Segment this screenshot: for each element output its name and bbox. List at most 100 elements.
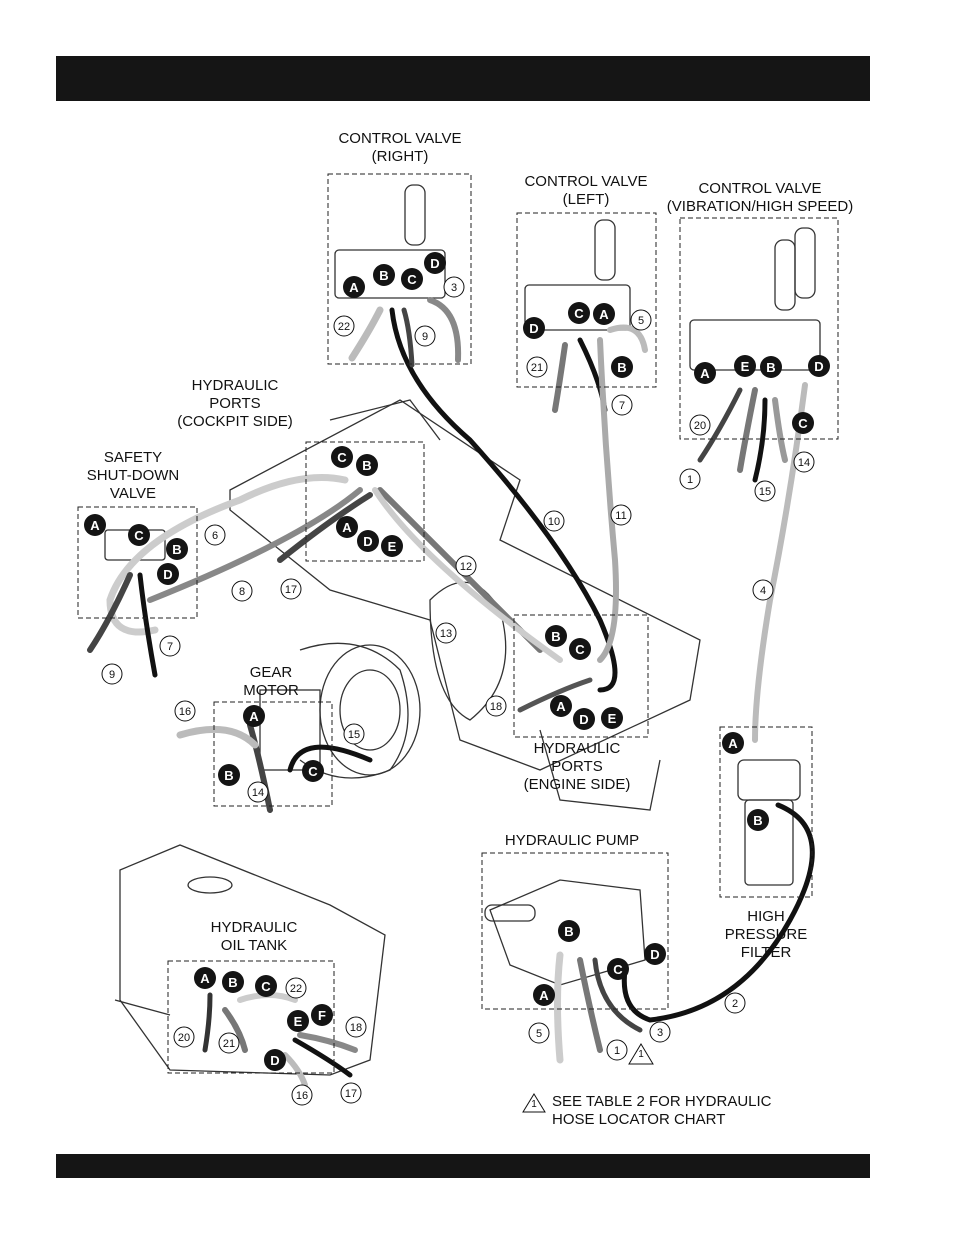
port-marker-pump-d: D: [644, 943, 666, 965]
port-marker-safety-valve-b: B: [166, 538, 188, 560]
port-marker-tank-a: A: [194, 967, 216, 989]
port-marker-cockpit-ports-e: E: [381, 535, 403, 557]
hose-callout-12: 12: [455, 555, 477, 577]
svg-text:22: 22: [338, 321, 350, 333]
svg-text:A: A: [200, 971, 210, 986]
svg-text:4: 4: [760, 585, 766, 597]
hose-callout-21: 21: [526, 356, 548, 378]
hose-callout-1: 1: [679, 468, 701, 490]
svg-text:A: A: [342, 520, 352, 535]
port-marker-engine-ports-c: C: [569, 638, 591, 660]
port-marker-cockpit-ports-c: C: [331, 446, 353, 468]
box-filter: [719, 726, 813, 898]
port-marker-vib-valve-e: E: [734, 355, 756, 377]
port-marker-cockpit-ports-d: D: [357, 530, 379, 552]
port-marker-pump-c: C: [607, 958, 629, 980]
port-marker-tank-f: F: [311, 1004, 333, 1026]
port-marker-filter-b: B: [747, 809, 769, 831]
svg-text:C: C: [261, 979, 271, 994]
hose-callout-21: 21: [218, 1032, 240, 1054]
port-marker-safety-valve-a: A: [84, 514, 106, 536]
svg-text:D: D: [579, 712, 588, 727]
svg-text:D: D: [430, 256, 439, 271]
svg-text:E: E: [608, 711, 617, 726]
hoses: [87, 297, 815, 1088]
port-marker-right-valve-c: C: [401, 268, 423, 290]
svg-text:22: 22: [290, 983, 302, 995]
port-marker-vib-valve-d: D: [808, 355, 830, 377]
hose-callout-5: 5: [528, 1022, 550, 1044]
svg-text:A: A: [349, 280, 359, 295]
svg-text:9: 9: [109, 669, 115, 681]
port-marker-engine-ports-b: B: [545, 625, 567, 647]
svg-text:C: C: [337, 450, 347, 465]
box-safety-valve: [77, 506, 198, 619]
svg-text:7: 7: [167, 641, 173, 653]
hose-callout-6: 6: [204, 524, 226, 546]
svg-text:D: D: [529, 321, 538, 336]
port-marker-vib-valve-b: B: [760, 356, 782, 378]
port-marker-vib-valve-a: A: [694, 362, 716, 384]
svg-text:13: 13: [440, 628, 452, 640]
box-cockpit-ports: [305, 441, 425, 562]
hose-callout-22: 22: [333, 315, 355, 337]
svg-text:B: B: [224, 768, 233, 783]
svg-text:B: B: [172, 542, 181, 557]
box-control-valve-vib: [679, 217, 839, 440]
label-control-valve-right: CONTROL VALVE(RIGHT): [338, 130, 462, 165]
svg-text:21: 21: [531, 362, 543, 374]
svg-text:D: D: [363, 534, 372, 549]
svg-text:5: 5: [536, 1028, 542, 1040]
svg-text:16: 16: [296, 1090, 308, 1102]
port-marker-left-valve-d: D: [523, 317, 545, 339]
svg-text:8: 8: [239, 586, 245, 598]
hose-callout-13: 13: [435, 622, 457, 644]
box-gear-motor: [213, 701, 333, 807]
svg-text:A: A: [700, 366, 710, 381]
port-marker-vib-valve-c: C: [792, 412, 814, 434]
svg-text:B: B: [379, 268, 388, 283]
svg-text:6: 6: [212, 530, 218, 542]
port-marker-cockpit-ports-b: B: [356, 454, 378, 476]
svg-text:C: C: [574, 306, 584, 321]
svg-text:1: 1: [614, 1045, 620, 1057]
hose-callout-10: 10: [543, 510, 565, 532]
hose-callout-20: 20: [689, 414, 711, 436]
svg-text:C: C: [613, 962, 623, 977]
port-marker-safety-valve-d: D: [157, 563, 179, 585]
port-marker-filter-a: A: [722, 732, 744, 754]
hose-callout-3: 3: [649, 1021, 671, 1043]
hose-callout-15: 15: [754, 480, 776, 502]
svg-text:3: 3: [657, 1027, 663, 1039]
svg-text:B: B: [564, 924, 573, 939]
port-marker-gear-motor-b: B: [218, 764, 240, 786]
filter-body: [737, 759, 801, 886]
svg-text:A: A: [539, 988, 549, 1003]
hose-callout-17: 17: [280, 578, 302, 600]
hose-callout-4: 4: [752, 579, 774, 601]
svg-text:21: 21: [223, 1038, 235, 1050]
hose-callout-5: 5: [630, 309, 652, 331]
box-oil-tank: [167, 960, 335, 1074]
svg-text:B: B: [551, 629, 560, 644]
svg-text:E: E: [741, 359, 750, 374]
box-control-valve-left: [516, 212, 657, 388]
port-marker-cockpit-ports-a: A: [336, 516, 358, 538]
svg-text:B: B: [766, 360, 775, 375]
label-hydraulic-pump: HYDRAULIC PUMP: [504, 832, 640, 849]
svg-text:C: C: [575, 642, 585, 657]
svg-text:C: C: [798, 416, 808, 431]
hose-callout-1: 1: [606, 1039, 628, 1061]
svg-text:B: B: [228, 975, 237, 990]
svg-text:B: B: [362, 458, 371, 473]
hose-callout-11: 11: [610, 504, 632, 526]
svg-text:A: A: [728, 736, 738, 751]
port-marker-tank-d: D: [264, 1049, 286, 1071]
svg-text:A: A: [90, 518, 100, 533]
hose-callout-16: 16: [291, 1084, 313, 1106]
hose-callout-2: 2: [724, 992, 746, 1014]
hose-callout-16: 16: [174, 700, 196, 722]
svg-text:12: 12: [460, 561, 472, 573]
